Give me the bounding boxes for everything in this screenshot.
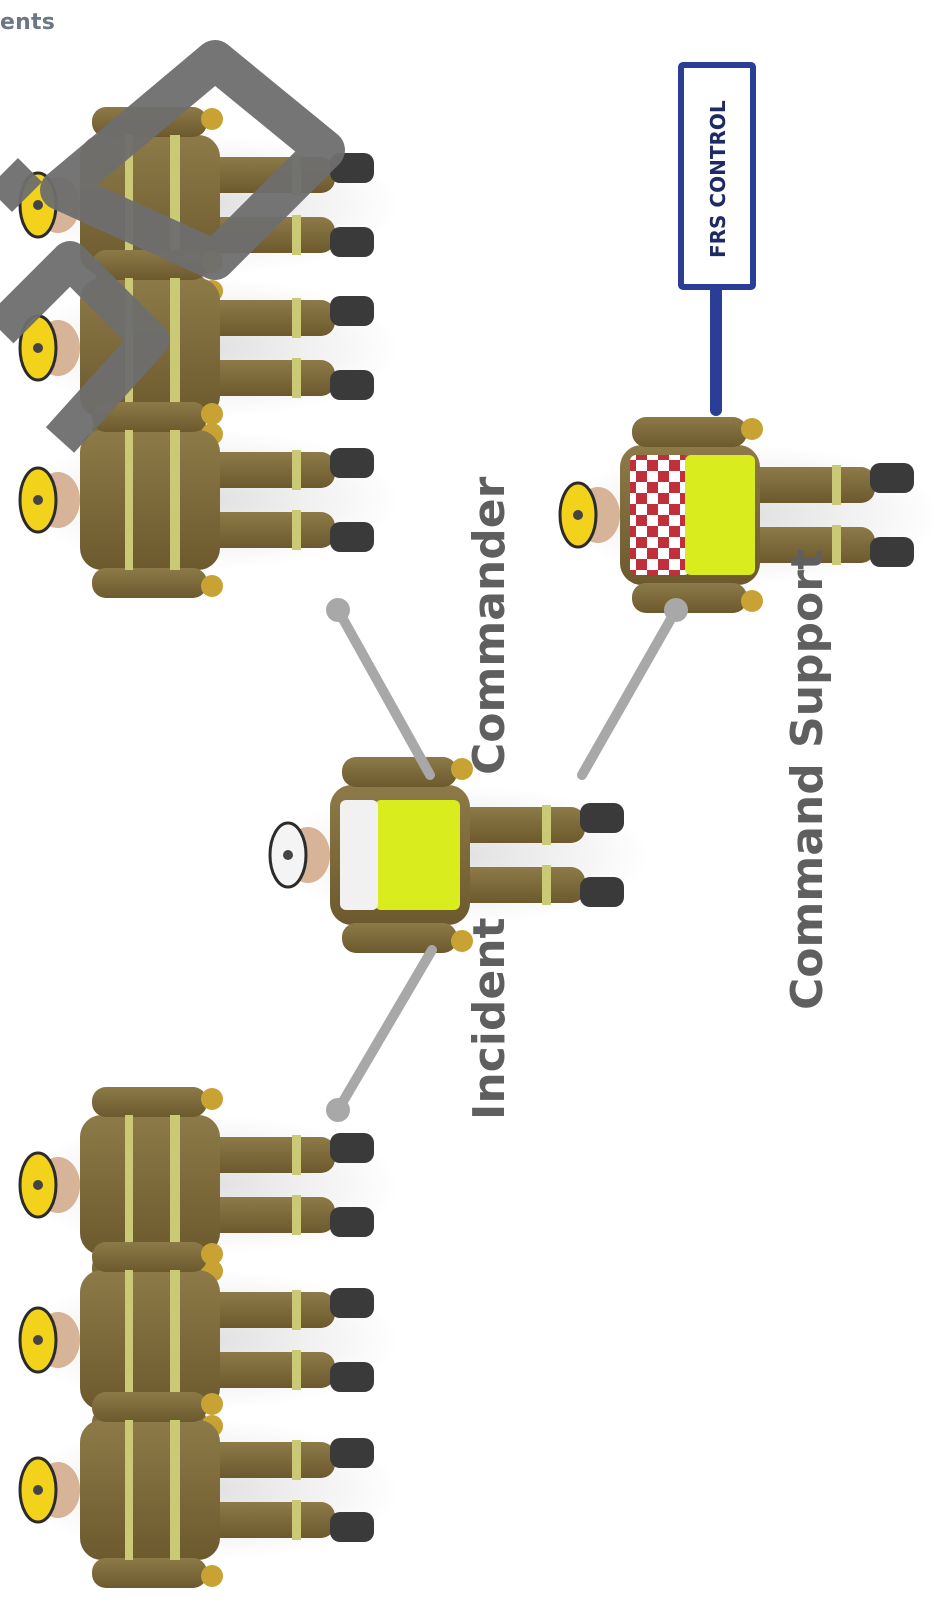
frs-control-label: FRS CONTROL	[706, 100, 730, 258]
firefighter-bottom-3	[18, 1392, 400, 1588]
firefighter-top-3	[18, 402, 400, 598]
command-support-figure	[558, 417, 938, 613]
connector-to-top-crew	[326, 598, 435, 780]
commander-label: Commander	[464, 476, 515, 775]
frs-control-stem	[710, 288, 722, 416]
command-support-label: Command Support	[782, 548, 833, 1010]
corner-text: ents	[0, 10, 55, 35]
watermark-graphic	[0, 40, 345, 453]
firefighter-bottom-1	[18, 1087, 400, 1283]
incident-commander-figure	[268, 757, 650, 953]
connector-to-bottom-crew	[326, 945, 437, 1122]
incident-label: Incident	[464, 917, 515, 1120]
frs-control-box	[678, 62, 756, 290]
connector-to-command-support	[577, 598, 688, 780]
firefighter-bottom-2	[18, 1242, 400, 1438]
